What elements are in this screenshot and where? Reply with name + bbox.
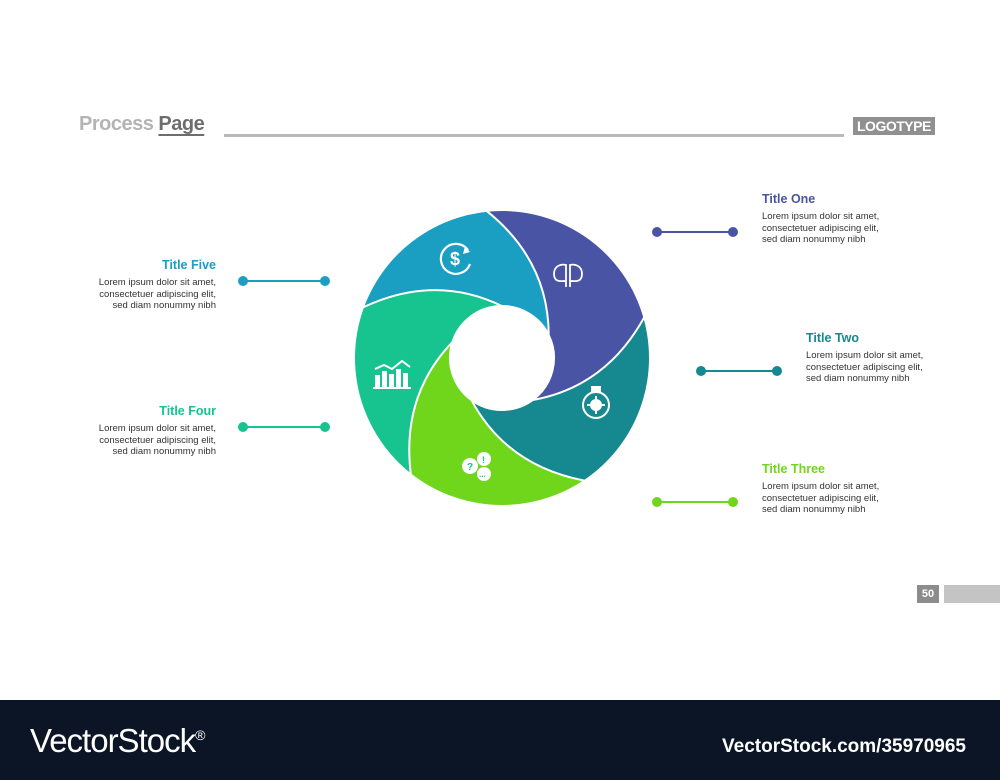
header-divider xyxy=(224,134,844,137)
desc-line: Lorem ipsum dolor sit amet, xyxy=(762,481,880,492)
desc-line: Lorem ipsum dolor sit amet, xyxy=(762,211,880,222)
desc-line: sed diam nonummy nibh xyxy=(806,373,910,384)
item-title-four: Title Four Lorem ipsum dolor sit amet, c… xyxy=(76,404,216,458)
desc-line: consectetuer adipiscing elit, xyxy=(762,492,879,504)
footer-brand: VectorStock® xyxy=(30,722,205,760)
svg-text:$: $ xyxy=(450,249,460,269)
connector-title-five xyxy=(238,276,330,286)
registered-mark: ® xyxy=(195,727,205,743)
segment-one xyxy=(484,209,646,402)
desc-line: consectetuer adipiscing elit, xyxy=(806,361,923,373)
stopwatch-gear-icon xyxy=(582,386,610,419)
item-title: Title Five xyxy=(162,258,216,272)
swirl-segments xyxy=(353,209,651,507)
svg-text:!: ! xyxy=(482,455,485,465)
item-title: Title Three xyxy=(762,462,825,476)
footer-bar xyxy=(0,700,1000,780)
item-title-two: Title Two Lorem ipsum dolor sit amet, co… xyxy=(806,331,946,385)
connector-title-four xyxy=(238,422,330,432)
footer-image-id: VectorStock.com/35970965 xyxy=(722,736,966,757)
item-title-five: Title Five Lorem ipsum dolor sit amet, c… xyxy=(76,258,216,312)
item-description: Lorem ipsum dolor sit amet, consectetuer… xyxy=(76,277,216,312)
speech-bubbles-icon: ? ! ... xyxy=(462,452,491,481)
item-description: Lorem ipsum dolor sit amet, consectetuer… xyxy=(762,481,902,516)
connector-title-two xyxy=(696,366,782,376)
cycle-diagram: $ ? ! ... xyxy=(238,209,782,507)
desc-line: consectetuer adipiscing elit, xyxy=(762,222,879,234)
item-title: Title Two xyxy=(806,331,860,345)
connector-title-three xyxy=(652,497,738,507)
title-part-process: Process xyxy=(79,113,154,135)
desc-line: Lorem ipsum dolor sit amet, xyxy=(806,350,924,361)
ring-center xyxy=(450,306,554,410)
desc-line: Lorem ipsum dolor sit amet, xyxy=(98,423,216,434)
desc-line: consectetuer adipiscing elit, xyxy=(99,288,216,300)
item-description: Lorem ipsum dolor sit amet, consectetuer… xyxy=(762,211,902,246)
item-description: Lorem ipsum dolor sit amet, consectetuer… xyxy=(806,350,946,385)
connector-title-one xyxy=(652,227,738,237)
two-heads-icon xyxy=(553,263,583,287)
desc-line: sed diam nonummy nibh xyxy=(762,234,866,245)
page-number-bar xyxy=(944,585,1000,603)
page-number: 50 xyxy=(917,585,939,603)
desc-line: Lorem ipsum dolor sit amet, xyxy=(98,277,216,288)
dollar-refresh-icon: $ xyxy=(439,242,472,275)
desc-line: sed diam nonummy nibh xyxy=(762,504,866,515)
item-description: Lorem ipsum dolor sit amet, consectetuer… xyxy=(76,423,216,458)
bar-chart-icon xyxy=(373,359,411,389)
page-title: Process Page xyxy=(79,113,205,136)
item-title: Title One xyxy=(762,192,816,206)
brand-name: VectorStock xyxy=(30,722,196,759)
item-title-three: Title Three Lorem ipsum dolor sit amet, … xyxy=(762,462,902,516)
logotype: LOGOTYPE xyxy=(853,117,935,135)
svg-text:?: ? xyxy=(467,462,473,473)
item-title: Title Four xyxy=(159,404,216,418)
desc-line: consectetuer adipiscing elit, xyxy=(99,434,216,446)
item-title-one: Title One Lorem ipsum dolor sit amet, co… xyxy=(762,192,902,246)
svg-text:...: ... xyxy=(479,470,486,479)
title-part-page: Page xyxy=(158,113,205,135)
desc-line: sed diam nonummy nibh xyxy=(112,300,217,311)
desc-line: sed diam nonummy nibh xyxy=(112,446,217,457)
